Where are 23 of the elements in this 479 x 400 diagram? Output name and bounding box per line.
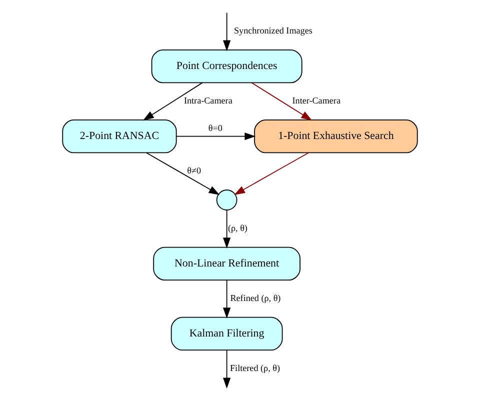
edge-label: θ≠0 xyxy=(186,166,201,176)
arrow xyxy=(142,82,202,120)
node-box: Non-Linear Refinement xyxy=(152,246,300,280)
edge-label: Inter-Camera xyxy=(292,96,340,106)
arrow xyxy=(222,350,230,389)
node-box: Kalman Filtering xyxy=(170,316,282,351)
node-box: 1-Point Exhaustive Search xyxy=(254,120,418,154)
node-box: Point Correspondences xyxy=(150,49,302,84)
edge-label: Refined (ρ, θ) xyxy=(230,292,280,303)
arrow xyxy=(146,152,220,195)
arrow xyxy=(222,210,230,248)
arrow xyxy=(222,12,230,52)
edge-label: Intra-Camera xyxy=(183,96,232,106)
node-circle xyxy=(216,190,237,210)
edge-label: (ρ, θ) xyxy=(227,222,247,233)
arrow xyxy=(222,280,230,319)
arrow xyxy=(250,82,312,120)
edge-label: Synchronized Images xyxy=(233,26,312,36)
node-box: 2-Point RANSAC xyxy=(62,120,176,154)
edge-label: θ=0 xyxy=(208,122,222,133)
arrow xyxy=(175,132,256,140)
edge-label: Filtered (ρ, θ) xyxy=(230,362,280,373)
arrow xyxy=(234,152,308,195)
